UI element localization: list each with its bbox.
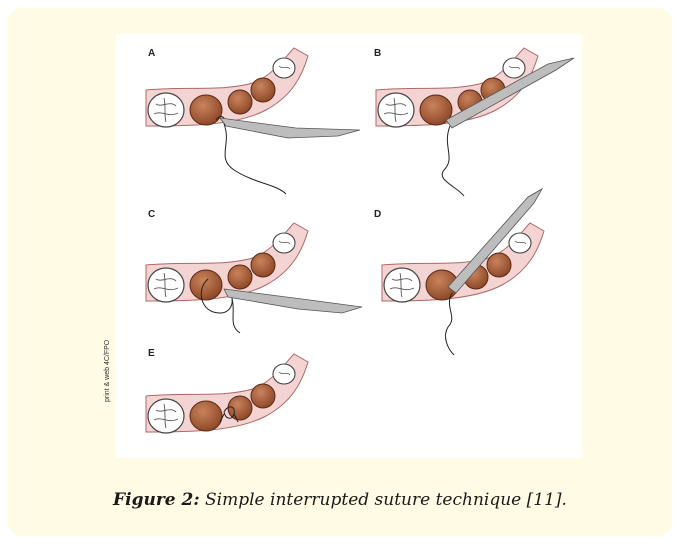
panel-a-drawing bbox=[146, 48, 360, 194]
figure-caption-text: Simple interrupted suture technique [11]… bbox=[200, 490, 567, 510]
print-note: print & web 4C/FPO bbox=[104, 340, 111, 402]
panel-c-drawing bbox=[146, 223, 362, 333]
figure-caption: Figure 2: Simple interrupted suture tech… bbox=[0, 490, 680, 510]
panel-label-c: C bbox=[148, 209, 155, 220]
panel-e-drawing bbox=[146, 354, 308, 433]
panel-label-e: E bbox=[148, 348, 155, 359]
panel-label-a: A bbox=[148, 48, 155, 59]
panel-d-drawing bbox=[382, 189, 544, 355]
panel-label-b: B bbox=[374, 48, 381, 59]
panel-b-drawing bbox=[376, 48, 574, 196]
panel-label-d: D bbox=[374, 209, 381, 220]
suture-illustration: A B C D E print & web 4C/FPO bbox=[116, 34, 582, 458]
figure-caption-label: Figure 2: bbox=[113, 490, 200, 510]
